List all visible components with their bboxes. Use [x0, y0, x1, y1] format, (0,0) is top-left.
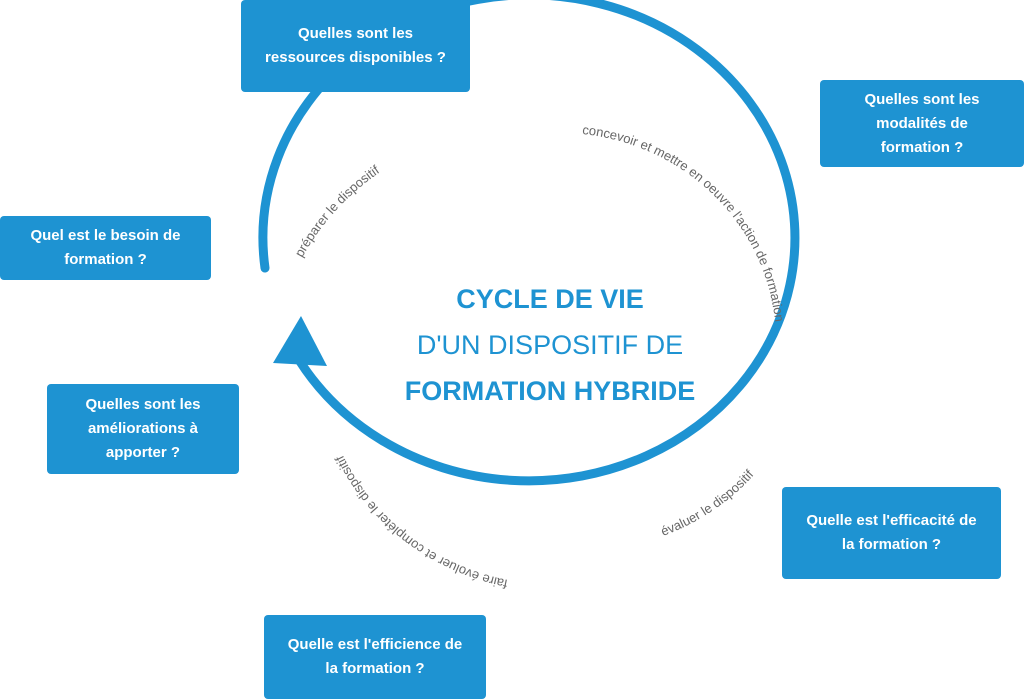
- question-ressources-line1: Quelles sont les: [297, 25, 414, 42]
- question-modalites-line1: Quelles sont les: [864, 90, 980, 108]
- question-besoin-line2: formation ?: [64, 251, 147, 268]
- center-title-line1: CYCLE DE VIE: [456, 284, 644, 314]
- question-efficience-line1: Quelle est l'efficience de: [287, 636, 463, 653]
- question-efficacite-line1: Quelle est l'efficacité de: [806, 512, 977, 529]
- question-ressources-line2: ressources disponibles ?: [265, 49, 446, 66]
- question-besoin-line1: Quel est le besoin de: [30, 227, 181, 244]
- question-efficacite: Quelle est l'efficacité de la formation …: [782, 487, 1001, 579]
- question-modalites-line3: formation ?: [880, 138, 964, 156]
- question-efficacite-line2: la formation ?: [841, 536, 942, 553]
- arc-label-evaluate: évaluer le dispositif: [659, 466, 757, 538]
- question-efficience-line2: la formation ?: [325, 660, 425, 677]
- question-modalites: Quelles sont les modalités de formation …: [820, 80, 1024, 167]
- question-modalites-line2: modalités de: [876, 114, 968, 132]
- question-ameliorations-line3: apporter ?: [105, 444, 181, 461]
- question-ameliorations-line2: améliorations à: [87, 420, 199, 437]
- arc-label-prepare: préparer le dispositif: [292, 162, 383, 259]
- question-ameliorations: Quelles sont les améliorations à apporte…: [47, 384, 239, 474]
- question-ressources: Quelles sont les ressources disponibles …: [241, 0, 470, 92]
- question-ameliorations-line1: Quelles sont les: [85, 396, 201, 413]
- cycle-arrow-head: [273, 316, 327, 366]
- center-title-line3: FORMATION HYBRIDE: [404, 376, 696, 406]
- center-title-line2: D'UN DISPOSITIF DE: [416, 330, 684, 360]
- question-besoin: Quel est le besoin de formation ?: [0, 216, 211, 280]
- question-efficience: Quelle est l'efficience de la formation …: [264, 615, 486, 699]
